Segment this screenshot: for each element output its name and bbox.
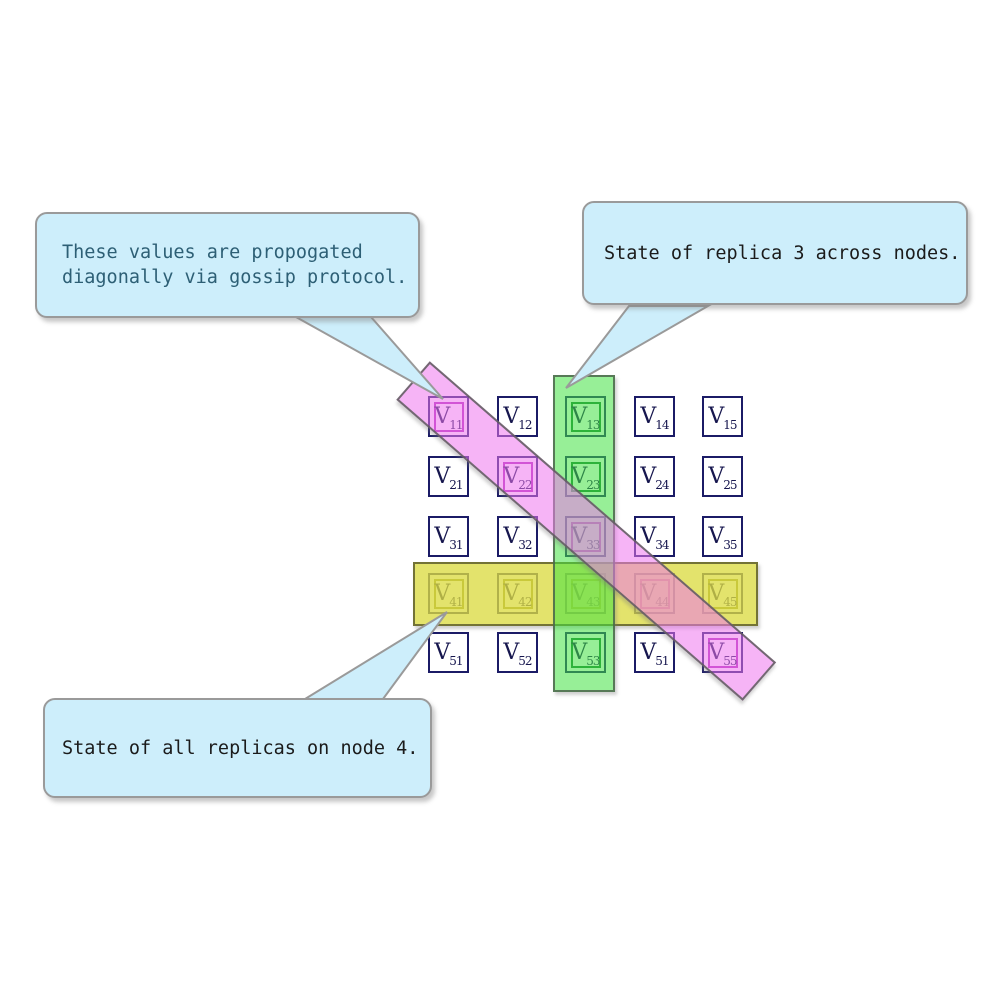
node4-callout-tail [301, 611, 448, 700]
node4-callout: State of all replicas on node 4. [43, 698, 432, 798]
gossip-callout-tail [292, 316, 444, 400]
callout-text-line: State of all replicas on node 4. [62, 737, 419, 759]
callout-text-line: diagonally via gossip protocol. [62, 267, 408, 288]
callout-text-line: These values are propogated [62, 242, 363, 263]
callout-text-line: State of replica 3 across nodes. [604, 242, 961, 264]
replica3-callout-tail [565, 305, 712, 389]
replica3-callout: State of replica 3 across nodes. [582, 201, 968, 305]
gossip-callout: These values are propogated diagonally v… [35, 212, 420, 318]
